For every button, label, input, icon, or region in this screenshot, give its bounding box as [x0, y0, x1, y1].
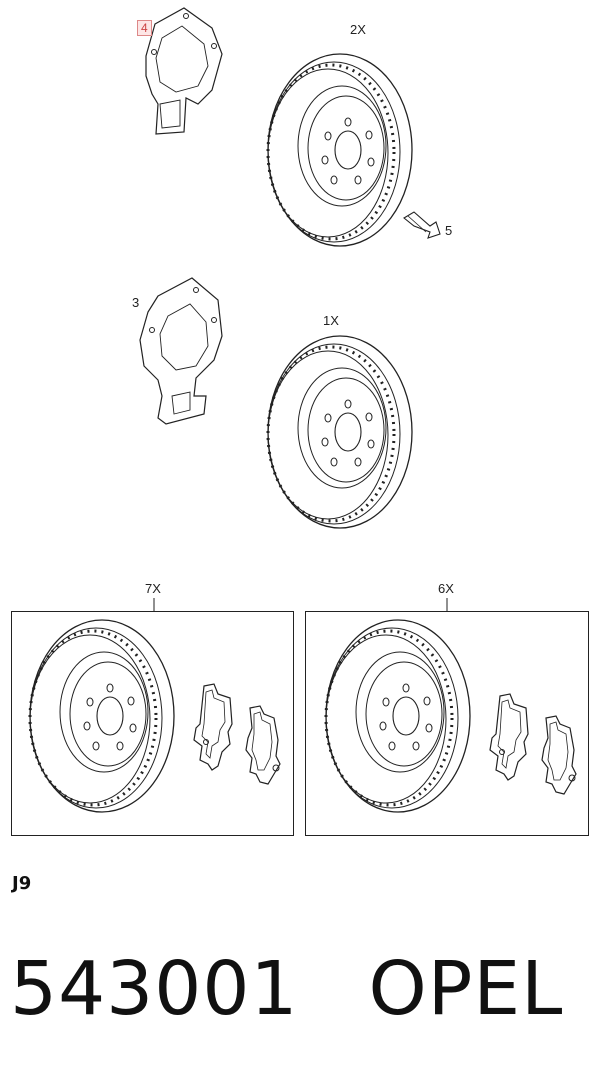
splash-shield-4: [145, 7, 223, 135]
callout-1x: 1X: [323, 313, 339, 328]
callout-4[interactable]: 4: [137, 20, 152, 36]
callout-7x: 7X: [145, 581, 161, 596]
callout-6x: 6X: [438, 581, 454, 596]
brake-disc-2x: [266, 52, 414, 248]
kit-6x-frame: [305, 611, 589, 836]
part-number: 543001: [10, 946, 299, 1032]
screw-5: [403, 211, 441, 239]
reference-code: J9: [12, 873, 32, 894]
kit-7x-frame: [11, 611, 294, 836]
exploded-parts-diagram: [28, 7, 577, 814]
brake-disc-1x: [266, 334, 414, 530]
callout-3: 3: [132, 295, 140, 310]
splash-shield-3: [139, 277, 223, 425]
brand-name: OPEL: [368, 946, 564, 1032]
callout-2x: 2X: [350, 22, 366, 37]
callout-5: 5: [445, 223, 453, 238]
